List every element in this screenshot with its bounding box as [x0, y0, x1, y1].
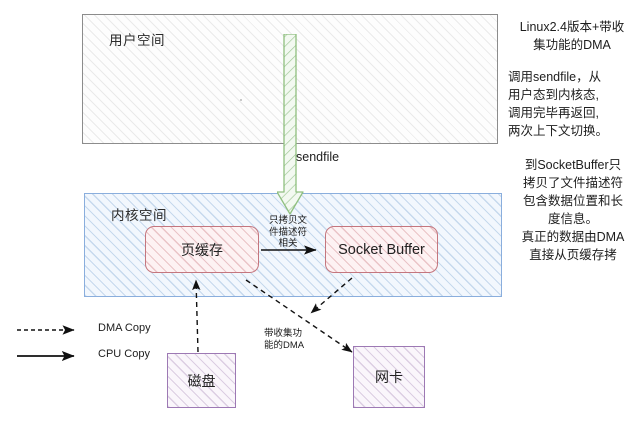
nic-box: 网卡: [353, 346, 425, 408]
nic-label: 网卡: [375, 369, 403, 385]
user-space-box: 用户空间: [82, 14, 498, 144]
legend-label-cpu: CPU Copy: [98, 348, 150, 360]
socket-buffer-box: Socket Buffer: [325, 226, 438, 273]
note-sendfile: 调用sendfile，从 用户态到内核态, 调用完毕再返回, 两次上下文切换。: [508, 70, 609, 139]
note-title: Linux2.4版本+带收 集功能的DMA: [519, 20, 625, 53]
disk-box: 磁盘: [167, 353, 236, 408]
note-dma: 真正的数据由DMA 直接从页缓存拷: [521, 230, 625, 263]
sendfile-label: sendfile: [296, 150, 340, 164]
solid-arrow-icon: [17, 350, 75, 362]
page-cache-box: 页缓存: [145, 226, 259, 273]
legend: DMA Copy CPU Copy: [16, 322, 186, 374]
legend-item-dma: DMA Copy: [16, 322, 186, 348]
legend-label-dma: DMA Copy: [98, 322, 151, 334]
kernel-space-label: 内核空间: [111, 208, 167, 223]
dashed-arrow-icon: [17, 325, 75, 335]
fd-copy-annotation: 只拷贝文 件描述符 相关: [268, 215, 307, 250]
note-socketbuffer: 到SocketBuffer只 拷贝了文件描述符 包含数据位置和长 度信息。: [522, 158, 623, 227]
socket-buffer-label: Socket Buffer: [338, 241, 425, 258]
dma-gather-annotation: 带收集功 能的DMA: [264, 328, 305, 351]
page-cache-label: 页缓存: [181, 241, 223, 258]
stray-dot: [240, 99, 242, 101]
disk-label: 磁盘: [187, 372, 216, 389]
user-space-label: 用户空间: [109, 33, 165, 48]
legend-item-cpu: CPU Copy: [16, 348, 186, 374]
